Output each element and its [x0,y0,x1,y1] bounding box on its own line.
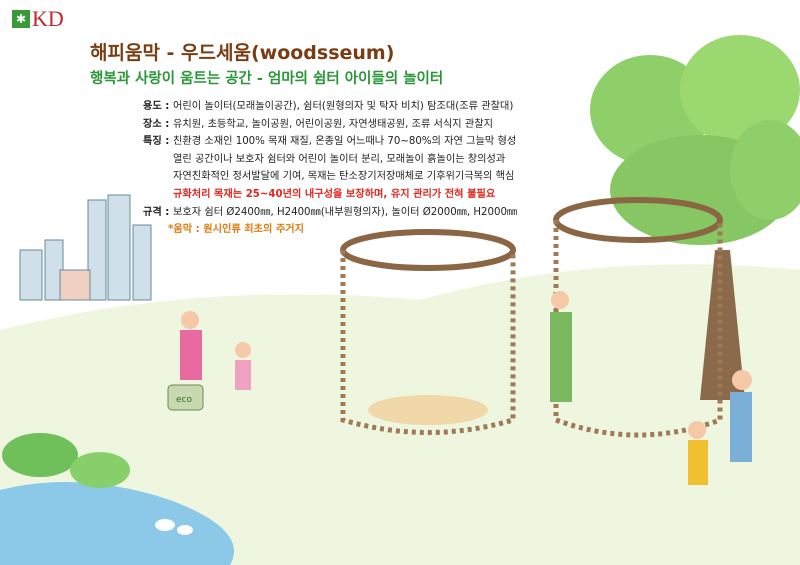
label: 용도 : [143,101,170,112]
label: 특징 : [143,136,170,148]
basket-label: eco [176,395,192,405]
tree-icon [590,35,800,400]
feature-line: 열린 공간이나 보호자 쉼터와 어린이 놀이터 분리, 모래놀이 흙놀이는 창의… [173,153,506,165]
logo-text: KD [32,6,64,31]
feature-highlight: 규화처리 목재는 25~40년의 내구성을 보장하며, 유지 관리가 전혀 불필… [173,188,496,200]
gazebo-playground [340,229,516,435]
info-place: 장소 :유치원, 초등학교, 놀이공원, 어린이공원, 자연생태공원, 조류 서… [143,116,517,134]
page-title: 해피움막 - 우드세움(woodsseum) [90,42,395,64]
feature-line: 자연친화적인 정서발달에 기여, 목재는 탄소장기저장매체로 기후위기극복의 핵… [173,171,515,183]
info-spec: 규격 :보호자 쉼터 Ø2400㎜, H2400㎜(내부원형의자), 놀이터 Ø… [143,204,517,222]
info-usage: 용도 :어린이 놀이터(모래놀이공간), 쉼터(원형의자 및 탁자 비치) 탐조… [143,98,517,116]
product-info: 용도 :어린이 놀이터(모래놀이공간), 쉼터(원형의자 및 탁자 비치) 탐조… [143,98,517,239]
value: 어린이 놀이터(모래놀이공간), 쉼터(원형의자 및 탁자 비치) 탐조대(조류… [173,101,514,112]
page-subtitle: 행복과 사랑이 움트는 공간 - 엄마의 쉼터 아이들의 놀이터 [90,71,444,87]
city-buildings [19,194,152,301]
people [180,291,752,485]
label: 장소 : [143,118,170,130]
gazebo-shelter [553,197,723,438]
label: 규격 : [143,206,170,218]
footnote: *움막 : 원시인류 최초의 주거지 [168,224,305,236]
tree-logo-icon: ✱ [12,10,30,28]
value: 보호자 쉼터 Ø2400㎜, H2400㎜(내부원형의자), 놀이터 Ø2000… [173,206,518,218]
value: 유치원, 초등학교, 놀이공원, 어린이공원, 자연생태공원, 조류 서식지 관… [173,118,494,130]
basket-icon: eco [167,384,204,411]
kd-logo: ✱ KD [12,8,64,30]
info-features: 특징 :친환경 소재인 100% 목재 재질, 온종일 어느때나 70~80%의… [143,133,517,151]
pond [0,433,234,565]
value: 친환경 소재인 100% 목재 재질, 온종일 어느때나 70~80%의 자연 … [173,136,517,148]
